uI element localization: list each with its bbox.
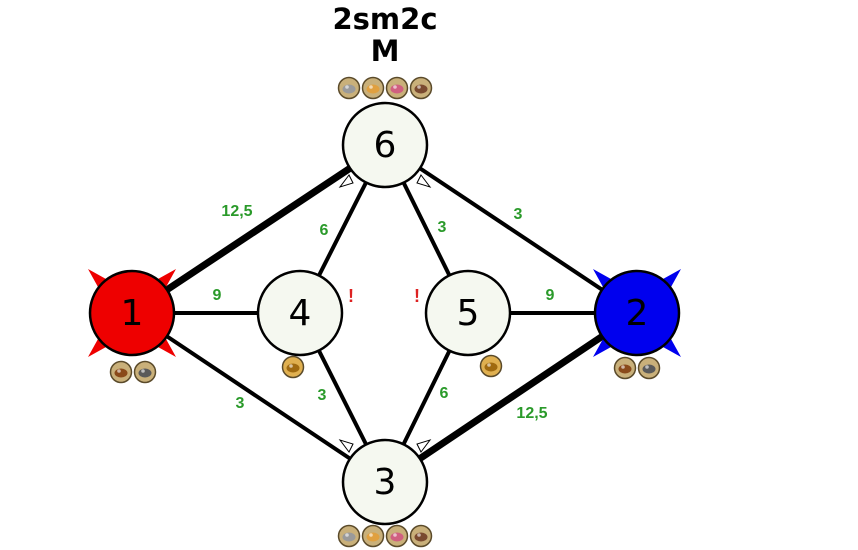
nodes-layer: 1 2 3 4 5 6: [88, 101, 681, 526]
ore-icon: [133, 360, 157, 384]
zone-circle: [424, 269, 512, 357]
warning-mark: !: [348, 286, 354, 306]
edge-label-6-2: 3: [514, 206, 523, 223]
warning-mark: !: [414, 286, 420, 306]
gems-icon: [409, 524, 433, 548]
zone-label: 4: [289, 293, 312, 334]
edge-label-4-6: 6: [320, 222, 329, 239]
guard-marker: [338, 174, 354, 188]
labels-layer: 12,5 9 3 6 3 3 6 9 3 12,5!!: [109, 76, 661, 548]
zone-circle: [88, 269, 176, 357]
zone-label: 6: [374, 125, 397, 166]
zone-circle: [593, 269, 681, 357]
edge-label-1-6: 12,5: [221, 203, 252, 220]
gems-icon: [409, 76, 433, 100]
gold-icon: [479, 354, 503, 378]
zone-label: 3: [374, 462, 397, 503]
zone-label: 2: [626, 293, 649, 334]
edges-layer: [128, 141, 641, 486]
diagram-title: 2sm2c: [332, 2, 438, 36]
edge-label-1-3: 3: [236, 395, 245, 412]
guard-marker: [338, 439, 354, 453]
zone-circle: [341, 101, 429, 189]
zone-5: 5: [424, 269, 512, 357]
ore-icon: [637, 356, 661, 380]
edge-1-3: [130, 311, 387, 484]
wood-icon: [613, 356, 637, 380]
edge-1-6: [128, 141, 389, 317]
zone-4: 4: [256, 269, 344, 357]
wood-icon: [109, 360, 133, 384]
zone-circle: [256, 269, 344, 357]
zone-6: 6: [338, 101, 432, 189]
gold-icon: [281, 355, 305, 379]
guard-marker: [416, 439, 432, 453]
edge-label-4-3: 3: [318, 387, 327, 404]
crystal-icon: [385, 76, 409, 100]
zone-circle: [341, 438, 429, 526]
edge-3-2: [381, 309, 641, 486]
zone-2: 2: [593, 269, 681, 357]
edge-label-5-3: 6: [440, 385, 449, 402]
edge-label-1-4: 9: [213, 287, 222, 304]
sulfur-icon: [361, 76, 385, 100]
guard-marker: [416, 174, 432, 188]
sulfur-icon: [361, 524, 385, 548]
zone-label: 1: [121, 293, 144, 334]
mercury-icon: [337, 524, 361, 548]
diagram-subtitle: M: [370, 34, 400, 68]
edge-label-3-2: 12,5: [516, 405, 547, 422]
zone-label: 5: [457, 293, 480, 334]
mercury-icon: [337, 76, 361, 100]
zone-1: 1: [88, 269, 176, 357]
zone-3: 3: [338, 438, 432, 526]
edge-6-2: [383, 143, 639, 315]
edge-label-5-6: 3: [438, 219, 447, 236]
crystal-icon: [385, 524, 409, 548]
edge-label-5-2: 9: [546, 287, 555, 304]
